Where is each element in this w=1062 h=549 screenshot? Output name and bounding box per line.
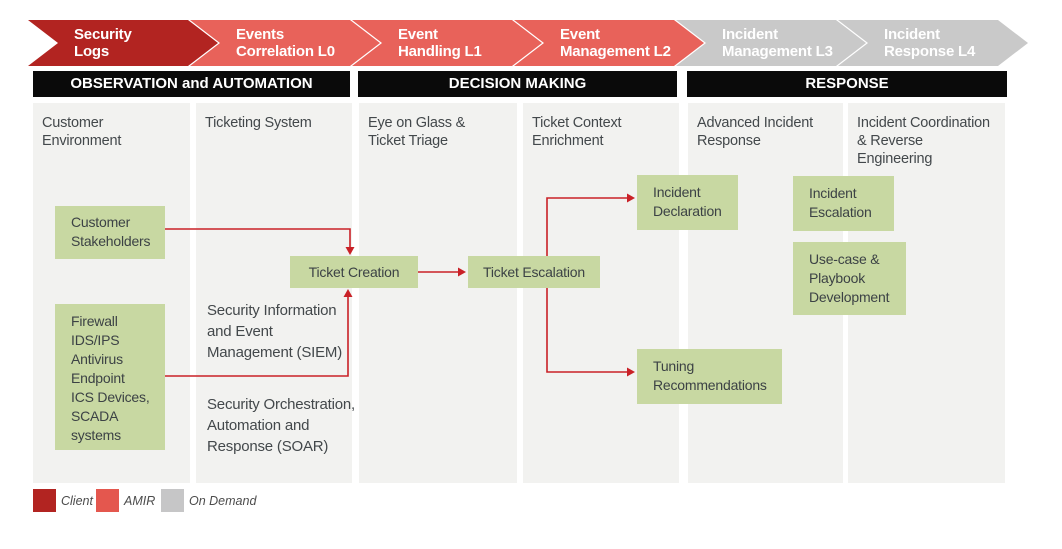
chevron-event-management-l2: Event Management L2: [514, 20, 704, 66]
box-ticket-escalation: Ticket Escalation: [468, 256, 600, 288]
lane-header: Advanced Incident Response: [697, 115, 813, 149]
phase-decision-making: DECISION MAKING: [358, 71, 677, 97]
chevron-label: Events Correlation L0: [236, 26, 335, 60]
box-customer-stakeholders: Customer Stakeholders: [55, 206, 165, 259]
lane-ticket-context-enrichment: Ticket Context Enrichment: [523, 103, 679, 483]
chevron-incident-response-l4: Incident Response L4: [838, 20, 1028, 66]
chevron-label: Event Handling L1: [398, 26, 482, 60]
lane-header: Incident Coordination & Reverse Engineer…: [857, 115, 990, 167]
chevron-label: Security Logs: [74, 26, 132, 60]
legend-label: On Demand: [189, 493, 257, 508]
box-tuning-recommendations: Tuning Recommendations: [637, 349, 782, 404]
label-soar: Security Orchestration, Automation and R…: [207, 396, 355, 455]
label-siem: Security Information and Event Managemen…: [207, 302, 342, 361]
chevron-label: Incident Management L3: [722, 26, 833, 60]
chevron-events-correlation-l0: Events Correlation L0: [190, 20, 380, 66]
lane-header: Eye on Glass & Ticket Triage: [368, 115, 466, 149]
lane-header: Ticketing System: [205, 115, 312, 131]
box-ticket-creation: Ticket Creation: [290, 256, 418, 288]
phase-observation-automation: OBSERVATION and AUTOMATION: [33, 71, 350, 97]
chevron-label: Event Management L2: [560, 26, 671, 60]
chevron-label: Incident Response L4: [884, 26, 976, 60]
lane-header: Customer Environment: [42, 115, 122, 149]
legend-item-amir: AMIR: [96, 489, 155, 512]
legend-label: AMIR: [124, 493, 156, 508]
chevron-event-handling-l1: Event Handling L1: [352, 20, 542, 66]
legend-swatch-client: [33, 489, 56, 512]
legend-swatch-on-demand: [161, 489, 184, 512]
legend-item-client: Client: [33, 489, 93, 512]
legend-item-on-demand: On Demand: [161, 489, 256, 512]
lane-ticketing-system: Ticketing System: [196, 103, 352, 483]
lane-header: Ticket Context Enrichment: [532, 115, 622, 149]
lane-eye-on-glass: Eye on Glass & Ticket Triage: [359, 103, 517, 483]
chevron-incident-management-l3: Incident Management L3: [676, 20, 866, 66]
box-incident-escalation: Incident Escalation: [793, 176, 894, 231]
phase-response: RESPONSE: [687, 71, 1007, 97]
box-incident-declaration: Incident Declaration: [637, 175, 738, 230]
legend-label: Client: [61, 493, 93, 508]
box-firewall-stack: Firewall IDS/IPS Antivirus Endpoint ICS …: [55, 304, 165, 450]
chevron-security-logs: Security Logs: [28, 20, 218, 66]
box-usecase-playbook-development: Use-case & Playbook Development: [793, 242, 906, 315]
legend-swatch-amir: [96, 489, 119, 512]
